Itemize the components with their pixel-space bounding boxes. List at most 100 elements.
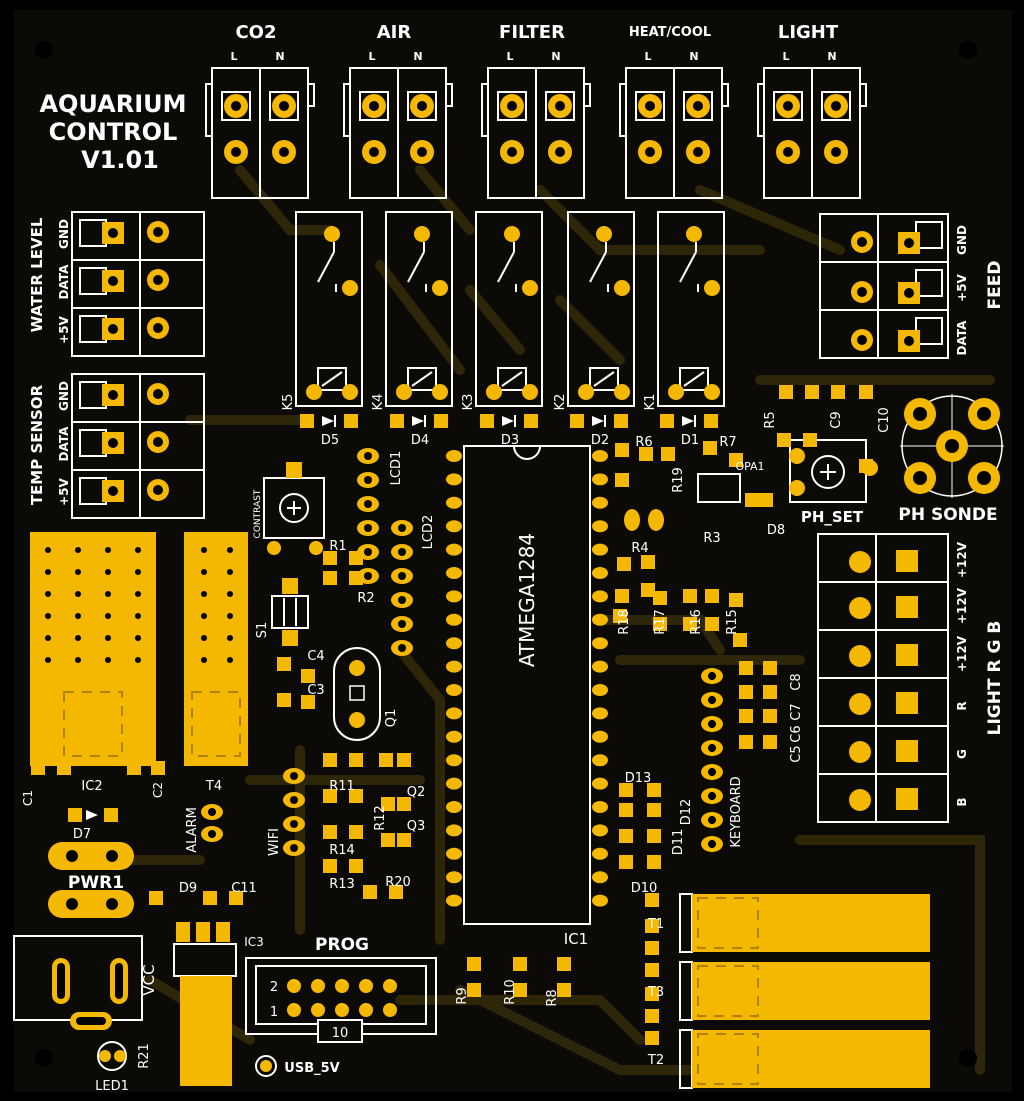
pin-label: DATA (57, 426, 71, 462)
via (45, 635, 51, 641)
smd-pad (381, 797, 395, 811)
mcu-pin (446, 613, 462, 626)
t4-label: T4 (205, 779, 222, 794)
mcu-pin (592, 496, 608, 509)
relay-label: K1 (643, 394, 658, 411)
r6-label: R6 (635, 435, 652, 450)
smd-pad (647, 783, 661, 797)
smd-pad (349, 753, 363, 767)
relay-k4: K4 (371, 211, 453, 410)
smd-pad (645, 941, 659, 955)
prog-pin-2-label: 2 (270, 980, 278, 995)
output-air: AIR L N (343, 22, 453, 199)
smd-pad (379, 753, 393, 767)
pwr1-label: PWR1 (68, 873, 124, 893)
connector-label: WATER LEVEL (28, 217, 46, 332)
pin-label-l: L (368, 50, 375, 63)
lcd2-label: LCD2 (421, 515, 436, 550)
vcc-jack: VCC (13, 935, 158, 1030)
switch-s1: S1 (255, 578, 309, 646)
smd-pad (763, 661, 777, 675)
mcu-pin (446, 520, 462, 533)
ic3-regulator: IC3 (173, 922, 264, 1086)
connector-label: TEMP SENSOR (28, 384, 46, 505)
smd-pad (683, 589, 697, 603)
mcu-pin (446, 684, 462, 696)
pin-label-n: N (551, 50, 560, 63)
mcu-pin (446, 590, 462, 603)
keyboard-label: KEYBOARD (729, 776, 744, 847)
diode-symbol (86, 810, 98, 820)
pin-hole (708, 744, 716, 752)
mcu-pin (446, 473, 462, 486)
r13-label: R13 (329, 877, 355, 892)
via (75, 591, 81, 597)
opa1: OPA1 (697, 460, 765, 503)
r11-label: R11 (329, 779, 355, 794)
relay-label: K3 (461, 394, 476, 411)
output-label: LIGHT (778, 22, 839, 43)
c7-label: C7 (789, 703, 804, 720)
pin-hole (364, 452, 372, 460)
smd-pad (513, 983, 527, 997)
power-outputs: CO2 L N AIR L N FI (205, 22, 867, 199)
t1-label: T1 (647, 917, 664, 932)
connector-temp-sensor: TEMP SENSOR +5V DATA GND (28, 373, 205, 519)
pin-hole (708, 768, 716, 776)
smd-pad (513, 957, 527, 971)
prog-pin (311, 1003, 325, 1017)
smd-pad (803, 433, 817, 447)
smd-pad (557, 983, 571, 997)
r17-label: R17 (653, 609, 668, 635)
mcu-pin (592, 730, 608, 743)
smd-pad (277, 657, 291, 671)
smd-pad (615, 589, 629, 603)
r3-label: R3 (703, 531, 720, 546)
d11-label: D11 (671, 829, 686, 856)
smd-pad (683, 617, 697, 631)
r16-label: R16 (689, 609, 704, 635)
c9-label: C9 (829, 411, 844, 428)
pin-hole (398, 644, 406, 652)
pin-label-l: L (644, 50, 651, 63)
via (105, 613, 111, 619)
smd-pad (389, 885, 403, 899)
q3-label: Q3 (407, 819, 426, 834)
power-transistors: T1 T3 T2 (647, 893, 930, 1089)
diode-label: D1 (681, 433, 699, 448)
smd-pad (739, 661, 753, 675)
prog-header: PROG 2 1 10 (245, 935, 437, 1043)
mcu-pin (446, 777, 462, 790)
smd-pad (733, 633, 747, 647)
r18-label: R18 (617, 609, 632, 635)
transistor-t1: T1 (647, 893, 930, 953)
r19-label: R19 (671, 467, 686, 493)
via (105, 569, 111, 575)
prog-pin (383, 979, 397, 993)
via (135, 547, 141, 553)
smd-pad (705, 589, 719, 603)
output-filter: FILTER L N (481, 22, 591, 199)
r9-label: R9 (455, 987, 470, 1004)
r8-label: R8 (545, 989, 560, 1006)
smd-pad (619, 829, 633, 843)
smd-pad (859, 385, 873, 399)
output-label: FILTER (499, 22, 565, 43)
smd-pad (805, 385, 819, 399)
smd-pad (467, 983, 481, 997)
mcu-pin (446, 847, 462, 860)
output-label: HEAT/COOL (629, 25, 711, 40)
smd-pad (661, 447, 675, 461)
pin-label: DATA (955, 320, 969, 356)
pin-label: +5V (57, 315, 71, 343)
c5-label: C5 (789, 745, 804, 762)
smd-pad (645, 919, 659, 933)
pin-label: DATA (57, 264, 71, 300)
pin-hole (364, 524, 372, 532)
smd-pad (645, 893, 659, 907)
via (45, 613, 51, 619)
prog-pin (359, 1003, 373, 1017)
usb-label: USB_5V (284, 1061, 339, 1076)
r1-label: R1 (329, 539, 346, 554)
pin-hole (364, 548, 372, 556)
